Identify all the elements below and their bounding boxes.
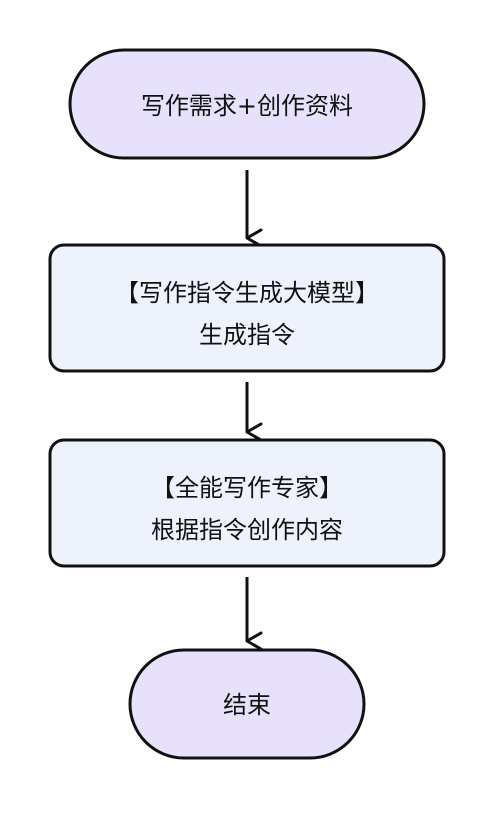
start-node-label: 写作需求+创作资料 bbox=[141, 92, 353, 120]
end-node-label: 结束 bbox=[223, 691, 271, 719]
process-node-shape bbox=[48, 243, 446, 373]
process-node-shape bbox=[48, 438, 446, 568]
process-node-title: 【全能写作专家】 bbox=[151, 474, 343, 502]
process-node-instruction-generation: 【写作指令生成大模型】 生成指令 bbox=[48, 243, 446, 373]
process-node-writing-expert: 【全能写作专家】 根据指令创作内容 bbox=[48, 438, 446, 568]
process-node-subtitle: 生成指令 bbox=[199, 321, 295, 349]
end-node-shape bbox=[128, 648, 366, 760]
end-node: 结束 bbox=[128, 648, 366, 760]
start-node: 写作需求+创作资料 bbox=[68, 48, 426, 160]
process-node-subtitle: 根据指令创作内容 bbox=[151, 516, 343, 544]
process-node-title: 【写作指令生成大模型】 bbox=[115, 279, 379, 307]
start-node-shape bbox=[68, 48, 426, 160]
